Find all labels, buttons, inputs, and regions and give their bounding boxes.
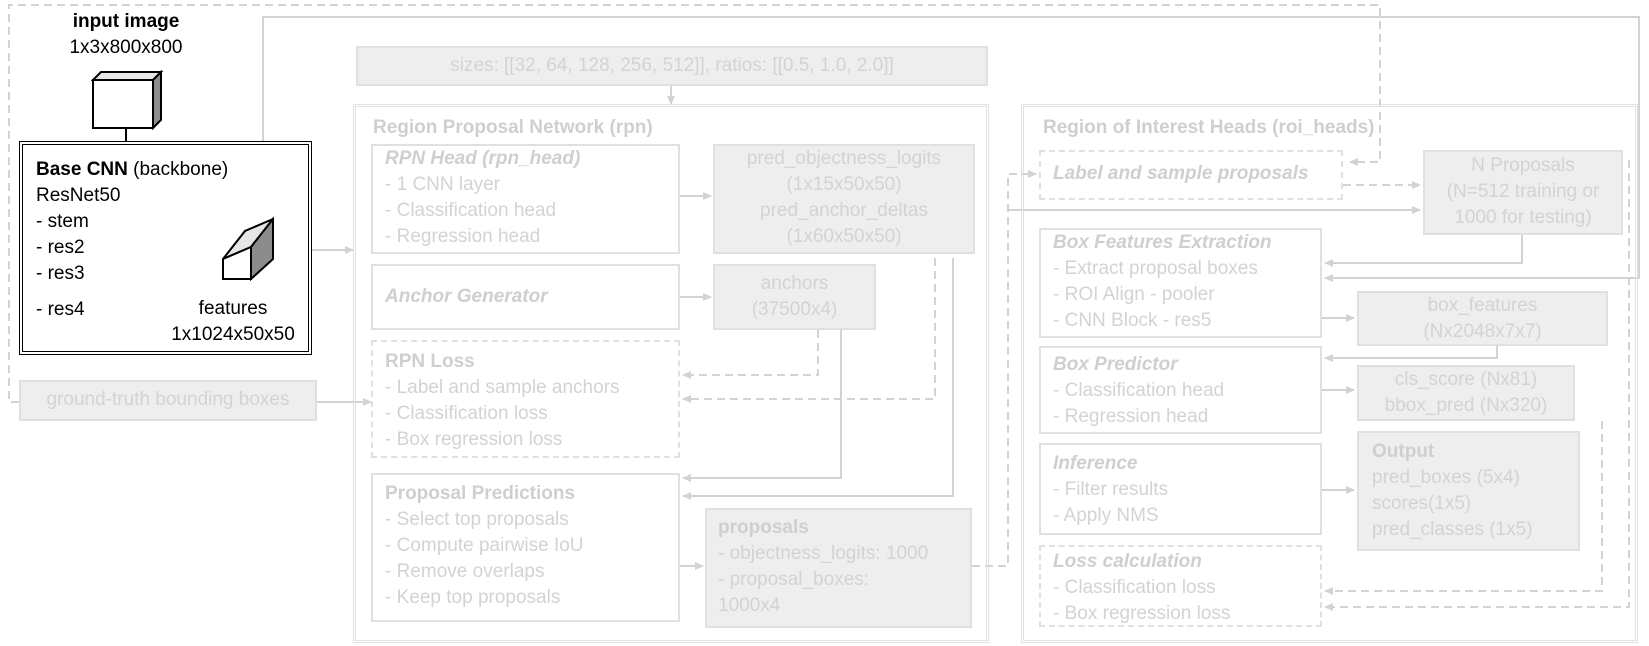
features-tensor-icon: [222, 217, 274, 281]
rpn-loss-title: RPN Loss: [385, 351, 475, 372]
pred-anchor-deltas-shape: (1x60x50x50): [786, 226, 902, 247]
backbone-layer: - stem: [36, 211, 89, 232]
proposal-predictions-item: - Compute pairwise IoU: [385, 535, 584, 556]
box-features-extraction-item: - ROI Align - pooler: [1053, 284, 1215, 305]
output-title: Output: [1372, 441, 1435, 462]
rpn-head-item: - Classification head: [385, 200, 557, 221]
inference-box: [1039, 443, 1322, 535]
output-box: [1357, 431, 1580, 551]
n-proposals-box: [1423, 150, 1623, 235]
anchor-config-label: sizes: [[32, 64, 128, 256, 512]], ratios…: [450, 55, 894, 76]
anchors-to-predictions-arrow: [682, 330, 842, 482]
backbone-layer: - res4: [36, 299, 85, 320]
backbone-title: Base CNN (backbone): [36, 159, 229, 180]
anchor-config-box: [356, 46, 988, 86]
backbone-layer: - res3: [36, 263, 85, 284]
input-image-shape: 1x3x800x800: [69, 37, 183, 58]
n-proposals-to-extraction-arrow: [1324, 235, 1523, 267]
proposal-predictions-item: - Remove overlaps: [385, 561, 545, 582]
pred-objectness-shape: (1x15x50x50): [786, 174, 902, 195]
rpn-title: Region Proposal Network (rpn): [373, 117, 653, 138]
rpn-loss-item: - Box regression loss: [385, 429, 563, 450]
inference-item: - Filter results: [1053, 479, 1169, 500]
output-item: scores(1x5): [1372, 493, 1472, 514]
n-proposals-label: N Proposals: [1471, 155, 1575, 176]
box-predictor-box: [1039, 346, 1322, 434]
pred-anchor-deltas: pred_anchor_deltas: [760, 200, 928, 221]
anchors-label: anchors: [760, 273, 829, 294]
box-features-extraction-title: Box Features Extraction: [1053, 232, 1272, 253]
features-label: features: [198, 298, 268, 319]
rpn-loss-item: - Classification loss: [385, 403, 548, 424]
proposal-predictions-title: Proposal Predictions: [385, 483, 576, 504]
n-proposals-note: 1000 for testing): [1454, 207, 1592, 228]
loss-calculation-item: - Classification loss: [1053, 577, 1216, 598]
backbone-layer: - res2: [36, 237, 85, 258]
features-to-roi-arrow: [262, 16, 1640, 282]
box-features-box: [1357, 291, 1608, 346]
bbox-pred-label: bbox_pred (Nx320): [1384, 395, 1548, 416]
proposals-item: 1000x4: [718, 595, 781, 616]
rpn-head-item: - Regression head: [385, 226, 541, 247]
rpn-head-title: RPN Head (rpn_head): [385, 148, 581, 169]
anchor-generator-title: Anchor Generator: [385, 286, 548, 307]
box-features-label: box_features: [1427, 295, 1538, 316]
rpn-head-box: [371, 144, 680, 254]
proposals-item: - proposal_boxes:: [718, 569, 870, 590]
rpn-head-item: - 1 CNN layer: [385, 174, 501, 195]
proposal-predictions-item: - Select top proposals: [385, 509, 569, 530]
inference-title: Inference: [1053, 453, 1138, 474]
output-item: pred_classes (1x5): [1372, 519, 1533, 540]
loss-calculation-item: - Box regression loss: [1053, 603, 1231, 624]
anchor-generator-box: [371, 264, 680, 330]
output-item: pred_boxes (5x4): [1372, 467, 1520, 488]
proposals-title: proposals: [718, 517, 809, 538]
label-sample-proposals-title: Label and sample proposals: [1053, 163, 1309, 184]
anchors-box: [713, 264, 876, 330]
box-predictor-title: Box Predictor: [1053, 354, 1178, 375]
box-features-extraction-item: - CNN Block - res5: [1053, 310, 1212, 331]
rpn-panel: [353, 104, 989, 643]
box-predictor-item: - Regression head: [1053, 406, 1209, 427]
rpn-head-outputs-box: [713, 144, 975, 254]
scores-to-loss-arrow: [1324, 421, 1603, 595]
rpn-loss-box: [371, 340, 680, 458]
inference-item: - Apply NMS: [1053, 505, 1159, 526]
head-out-to-rpn-loss-arrow: [682, 258, 936, 403]
gt-to-label-sample-arrow: [8, 4, 1381, 403]
box-predictor-item: - Classification head: [1053, 380, 1225, 401]
box-features-shape: (Nx2048x7x7): [1423, 321, 1542, 342]
pred-objectness-logits: pred_objectness_logits: [746, 148, 942, 169]
roi-heads-title: Region of Interest Heads (roi_heads): [1043, 117, 1375, 138]
anchors-to-rpn-loss-arrow: [682, 330, 819, 379]
label-sample-proposals-box: [1039, 150, 1343, 200]
proposal-predictions-item: - Keep top proposals: [385, 587, 561, 608]
n-proposals-note: (N=512 training or: [1446, 181, 1600, 202]
input-image-title: input image: [72, 11, 180, 32]
loss-calculation-title: Loss calculation: [1053, 551, 1202, 572]
scores-box: [1357, 365, 1575, 421]
anchors-shape: (37500x4): [751, 299, 838, 320]
loss-calculation-box: [1039, 545, 1322, 627]
features-shape: 1x1024x50x50: [171, 324, 295, 345]
proposals-item: - objectness_logits: 1000: [718, 543, 929, 564]
ground-truth-label: ground-truth bounding boxes: [46, 389, 290, 410]
input-image-cube-icon: [91, 70, 164, 130]
label-sample-to-loss-arrow: [1324, 160, 1630, 611]
box-features-extraction-box: [1039, 228, 1322, 338]
proposal-predictions-box: [371, 473, 680, 622]
box-features-to-predictor-arrow: [1324, 346, 1498, 362]
rpn-loss-item: - Label and sample anchors: [385, 377, 620, 398]
roi-heads-panel: [1021, 104, 1638, 643]
proposals-box: [705, 508, 972, 628]
cls-score-label: cls_score (Nx81): [1394, 369, 1538, 390]
backbone-model: ResNet50: [36, 185, 121, 206]
head-out-to-predictions-arrow: [682, 258, 954, 500]
box-features-extraction-item: - Extract proposal boxes: [1053, 258, 1258, 279]
ground-truth-box: [19, 380, 317, 421]
